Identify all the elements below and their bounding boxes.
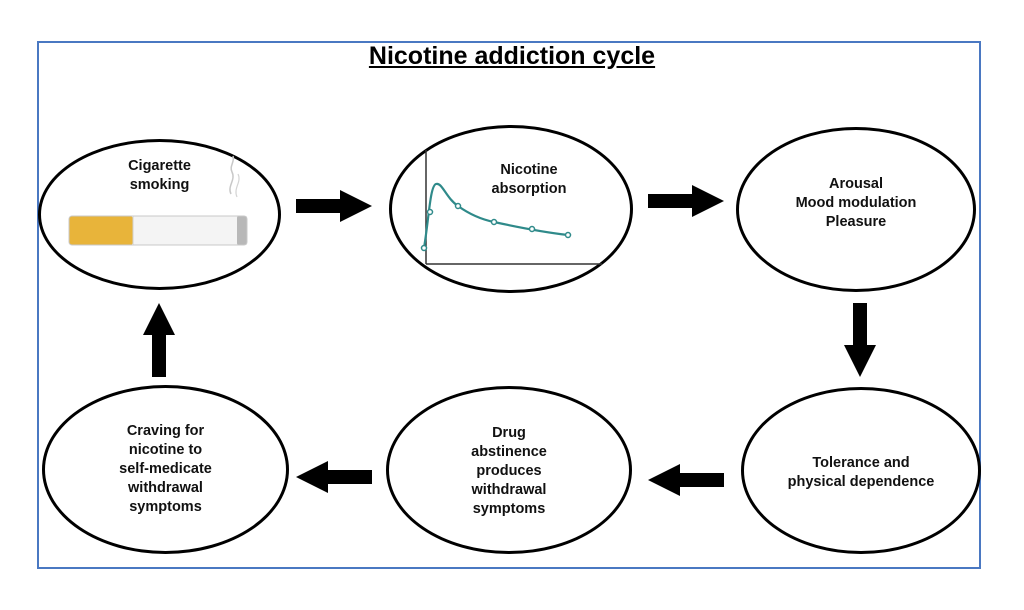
node-label-tolerance: Tolerance and physical dependence	[787, 455, 935, 490]
node-label-absorption: Nicotine absorption	[491, 162, 567, 197]
arrow-left-2	[296, 461, 372, 493]
diagram-frame	[37, 41, 981, 569]
node-label-abstinence: Drug abstinence produces withdrawal symp…	[471, 425, 547, 517]
arrow-right-2	[648, 185, 724, 217]
node-arousal: Arousal Mood modulation Pleasure	[736, 127, 976, 292]
node-label-arousal: Arousal Mood modulation Pleasure	[795, 176, 917, 230]
arrow-left-1	[648, 464, 724, 496]
node-cigarette-smoking: Cigarette smoking	[38, 139, 281, 290]
diagram-title: Nicotine addiction cycle	[368, 42, 656, 70]
arrow-down	[844, 303, 876, 377]
node-drug-abstinence: Drug abstinence produces withdrawal symp…	[386, 386, 632, 554]
node-tolerance: Tolerance and physical dependence	[741, 387, 981, 554]
node-label-craving: Craving for nicotine to self-medicate wi…	[119, 423, 212, 515]
absorption-curve-icon	[420, 150, 602, 265]
arrow-up	[143, 303, 175, 377]
arrow-right-1	[296, 190, 372, 222]
node-label-smoking: Cigarette smoking	[128, 158, 191, 193]
cigarette-icon	[68, 155, 248, 246]
node-craving: Craving for nicotine to self-medicate wi…	[42, 385, 289, 554]
node-nicotine-absorption: Nicotine absorption	[389, 125, 633, 293]
